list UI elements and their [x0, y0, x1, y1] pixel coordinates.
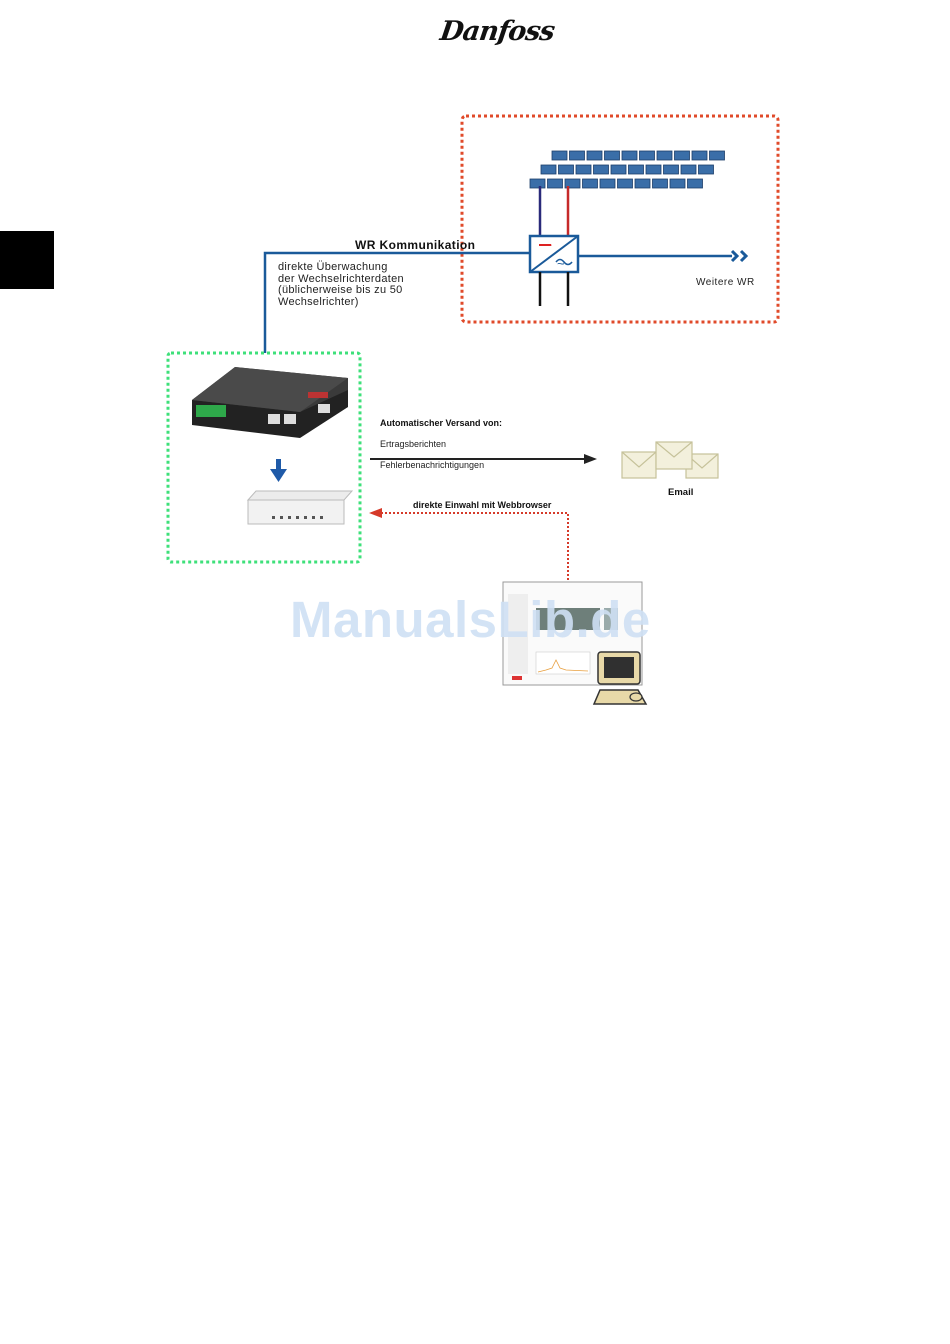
email-label: Email [668, 487, 693, 498]
solar-panel-cell [570, 151, 585, 160]
solar-panel-cell [600, 179, 615, 188]
versand-item-ertragsberichte: Ertragsberichten [380, 439, 484, 450]
solar-panel-cell [583, 179, 598, 188]
solar-field-box [462, 116, 778, 322]
datalogger-device-icon [192, 367, 348, 438]
double-chevron-icon [732, 251, 746, 261]
solar-panel-cell [548, 179, 563, 188]
down-arrow-icon [270, 459, 287, 482]
solar-panel-cell [646, 165, 661, 174]
inverter-icon [530, 236, 578, 272]
einwahl-arrow-line [382, 513, 568, 584]
solar-panel-cell [605, 151, 620, 160]
versand-title: Automatischer Versand von: [380, 418, 502, 428]
solar-panel-cell [681, 165, 696, 174]
solar-panel-cell [657, 151, 672, 160]
versand-item-fehlerbenachrichtigungen: Fehlerbenachrichtigungen [380, 460, 484, 471]
solar-panel-cell [629, 165, 644, 174]
solar-panel-cell [670, 179, 685, 188]
einwahl-label: direkte Einwahl mit Webbrowser [413, 500, 551, 510]
solar-panel-cell [559, 165, 574, 174]
solar-panel-cell [611, 165, 626, 174]
solar-panel-cell [587, 151, 602, 160]
solar-panel-cell [594, 165, 609, 174]
solar-panel-cell [688, 179, 703, 188]
solar-panel-cell [541, 165, 556, 174]
solar-panel-cell [640, 151, 655, 160]
inverter-ac-symbol: ~ [557, 256, 565, 271]
solar-panel-cell [664, 165, 679, 174]
solar-panel-cell [675, 151, 690, 160]
solar-panel-cell [576, 165, 591, 174]
watermark: ManualsLib.de [290, 590, 651, 649]
modem-device-icon [248, 491, 352, 524]
solar-panels-icon [530, 151, 725, 188]
email-envelopes-icon [622, 442, 718, 478]
inverter-minus-symbol: – [545, 237, 552, 251]
solar-panel-cell [552, 151, 567, 160]
solar-panel-cell [618, 179, 633, 188]
solar-panel-cell [635, 179, 650, 188]
solar-panel-cell [699, 165, 714, 174]
computer-icon [594, 652, 646, 704]
solar-panel-cell [653, 179, 668, 188]
versand-arrowhead [584, 454, 597, 464]
weitere-wr-label: Weitere WR [696, 277, 755, 288]
versand-list: Ertragsberichten Fehlerbenachrichtigunge… [380, 428, 484, 481]
solar-panel-cell [530, 179, 545, 188]
solar-panel-cell [622, 151, 637, 160]
monitoring-note: direkte Überwachung der Wechselrichterda… [278, 262, 404, 308]
solar-panel-cell [710, 151, 725, 160]
wr-kommunikation-label: WR Kommunikation [355, 238, 475, 252]
solar-panel-cell [692, 151, 707, 160]
einwahl-arrowhead [369, 508, 382, 518]
